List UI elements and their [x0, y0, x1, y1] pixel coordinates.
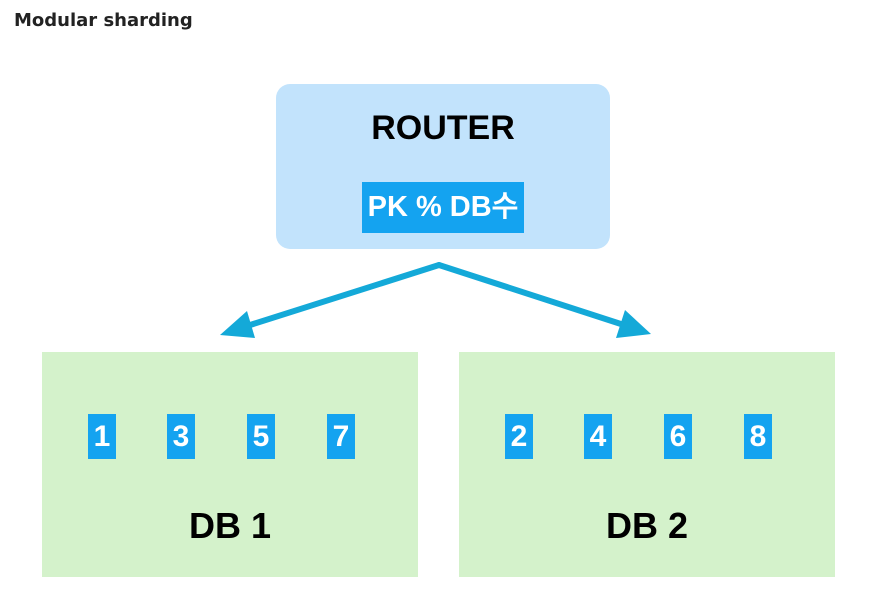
shard-7: 7 — [327, 414, 355, 459]
db2-box: 2 4 6 8 DB 2 — [459, 352, 835, 577]
page-title: Modular sharding — [14, 10, 193, 31]
db2-label: DB 2 — [605, 505, 689, 546]
shard-2: 2 — [505, 414, 533, 459]
shard-4: 4 — [584, 414, 612, 459]
shard-8: 8 — [744, 414, 772, 459]
shard-3: 3 — [167, 414, 195, 459]
arrow-to-db2 — [436, 262, 651, 338]
db1-label: DB 1 — [188, 505, 272, 546]
router-formula-wrap: PK % DB수 — [276, 182, 610, 233]
arrow-to-db1 — [220, 262, 442, 338]
router-title: ROUTER — [371, 109, 515, 147]
shard-6: 6 — [664, 414, 692, 459]
shard-5: 5 — [247, 414, 275, 459]
shard-1: 1 — [88, 414, 116, 459]
db1-box: 1 3 5 7 DB 1 — [42, 352, 418, 577]
router-formula: PK % DB수 — [361, 182, 525, 233]
